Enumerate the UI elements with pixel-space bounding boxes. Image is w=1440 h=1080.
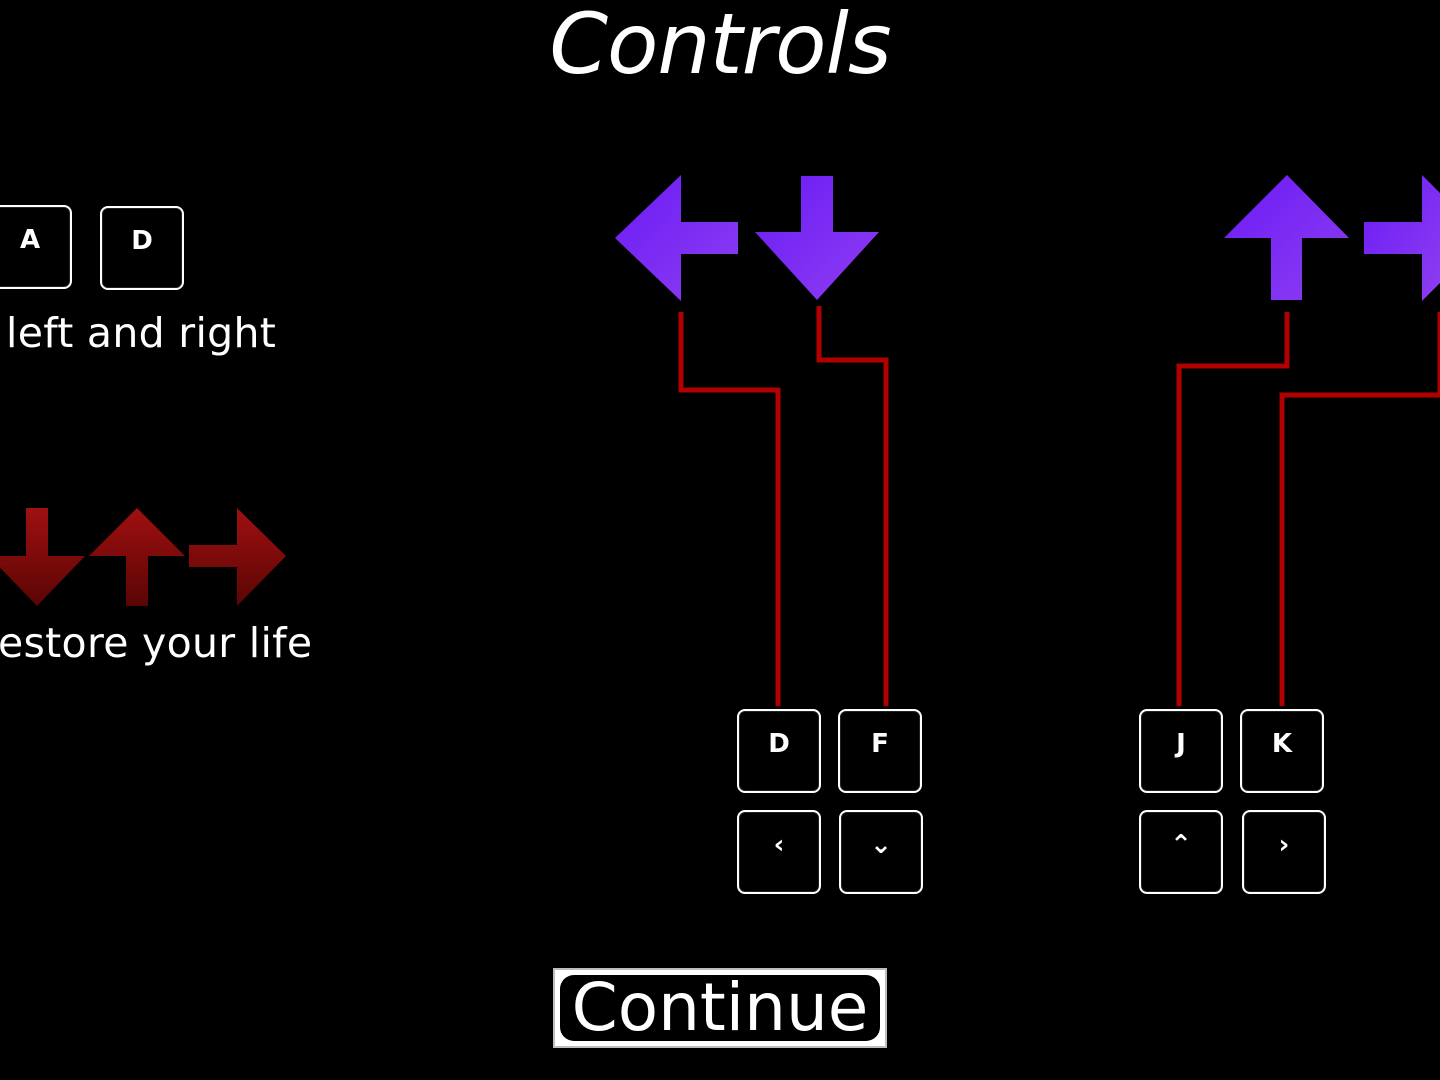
key-k-label: K [1271,729,1293,759]
key-d-note: D [737,709,821,793]
right-chevron-icon: › [1278,830,1290,860]
connector-down-arrow-to-f-key [816,306,889,706]
connector-up-arrow-to-j-key [1176,312,1290,706]
right-arrow-icon [189,508,286,606]
page-title: Controls [549,0,891,93]
down-arrow-icon [755,176,879,300]
key-f: F [838,709,922,793]
life-arrows [0,508,286,606]
up-arrow-icon [1224,175,1349,300]
key-d-note-label: D [768,729,790,759]
key-j-label: J [1176,729,1186,759]
continue-button-face [560,975,880,1041]
movement-caption: left and right [6,309,277,357]
down-arrow-icon [0,508,85,606]
key-j: J [1139,709,1223,793]
connector-right-arrow-to-k-key [1279,312,1440,706]
continue-button-label: Continue [571,969,869,1046]
right-arrow-icon [1364,175,1440,301]
key-d-movement: D [100,206,184,290]
key-f-label: F [871,729,889,759]
up-chevron-icon: ⌃ [1170,830,1192,860]
continue-button[interactable]: Continue [553,968,887,1048]
note-arrows [615,175,1440,301]
connector-lines [678,306,1440,706]
key-up-arrow: ⌃ [1139,810,1223,894]
key-a: A [0,205,72,289]
down-chevron-icon: ⌄ [870,830,892,860]
key-k: K [1240,709,1324,793]
up-arrow-icon [89,508,185,606]
key-d-movement-label: D [131,226,153,256]
key-down-arrow: ⌄ [839,810,923,894]
life-caption: estore your life [0,619,313,667]
left-arrow-icon [615,175,738,301]
key-left-arrow: ‹ [737,810,821,894]
connector-left-arrow-to-d-key [678,312,781,706]
key-a-label: A [19,225,41,255]
key-right-arrow: › [1242,810,1326,894]
left-chevron-icon: ‹ [773,830,785,860]
